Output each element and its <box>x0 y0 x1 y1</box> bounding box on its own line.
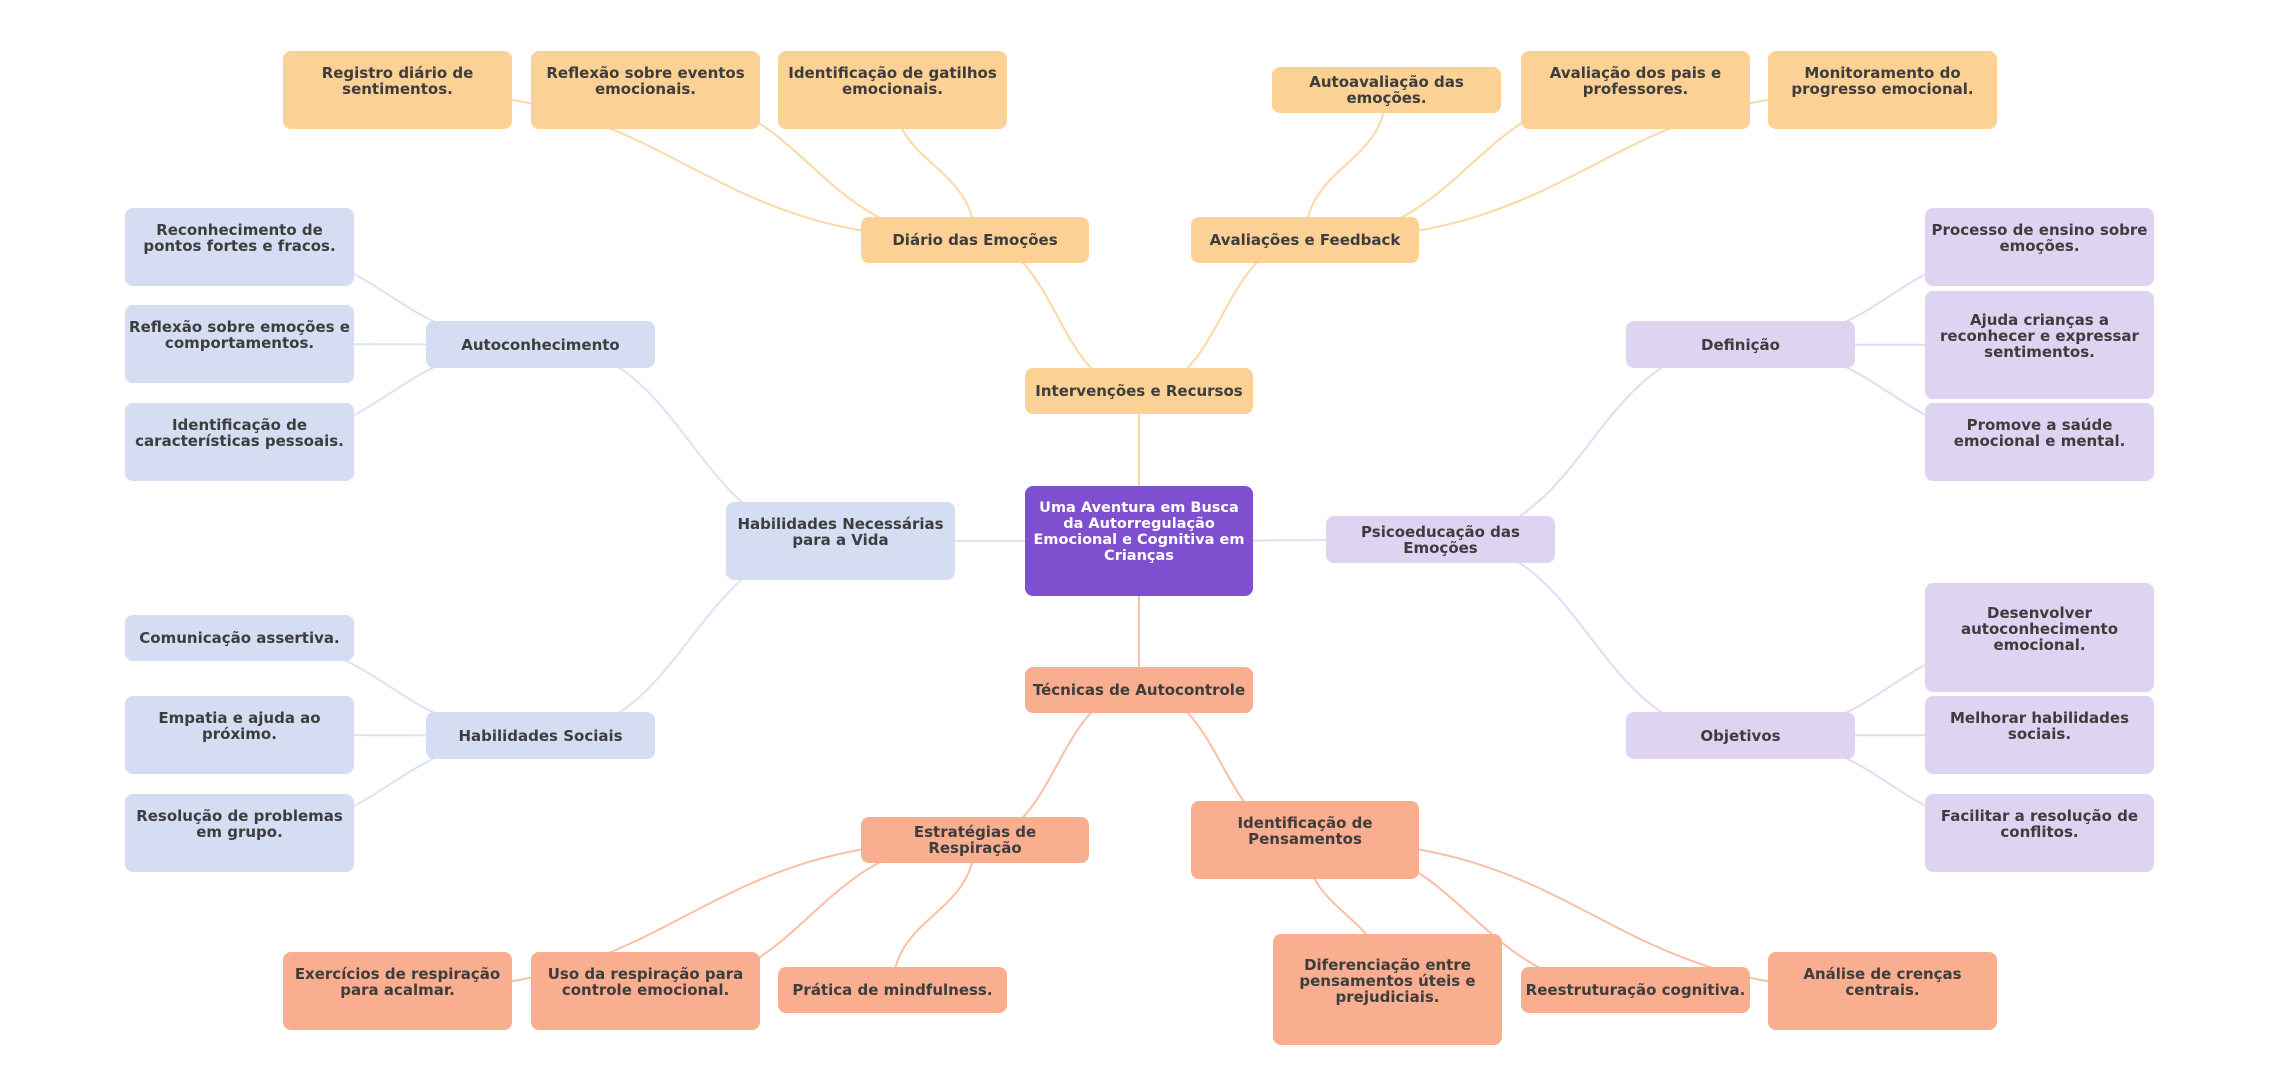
branch-psychoeducation[interactable]: Psicoeducação das Emoções <box>1326 516 1555 563</box>
leaf-node[interactable]: Identificação de características pessoai… <box>125 403 354 481</box>
branch-interventions[interactable]: Intervenções e Recursos <box>1025 368 1253 414</box>
leaf-node[interactable]: Reflexão sobre emoções e comportamentos. <box>125 305 354 383</box>
connector-line <box>1304 89 1388 241</box>
topic-label: Definição <box>1701 335 1780 354</box>
leaf-node[interactable]: Análise de crenças centrais. <box>1768 952 1997 1030</box>
leaf-label: Ajuda crianças a reconhecer e expressar … <box>1940 311 2139 361</box>
leaf-node[interactable]: Registro diário de sentimentos. <box>283 51 512 129</box>
leaf-node[interactable]: Avaliação dos pais e professores. <box>1521 51 1750 129</box>
topic-label: Habilidades Sociais <box>458 726 623 745</box>
branch-label: Intervenções e Recursos <box>1035 382 1243 400</box>
leaf-node[interactable]: Resolução de problemas em grupo. <box>125 794 354 872</box>
topic-label: Estratégias de Respiração <box>913 823 1037 857</box>
leaf-node[interactable]: Exercícios de respiração para acalmar. <box>283 952 512 1030</box>
leaf-node[interactable]: Comunicação assertiva. <box>125 615 354 661</box>
leaf-label: Registro diário de sentimentos. <box>321 64 474 98</box>
leaf-label: Monitoramento do progresso emocional. <box>1791 64 1974 98</box>
leaf-node[interactable]: Ajuda crianças a reconhecer e expressar … <box>1925 291 2154 399</box>
topic-label: Avaliações e Feedback <box>1209 231 1401 249</box>
branch-techniques[interactable]: Técnicas de Autocontrole <box>1025 667 1253 713</box>
leaf-label: Uso da respiração para controle emociona… <box>547 965 744 999</box>
leaf-node[interactable]: Promove a saúde emocional e mental. <box>1925 403 2154 481</box>
leaf-node[interactable]: Identificação de gatilhos emocionais. <box>778 51 1007 129</box>
leaf-label: Avaliação dos pais e professores. <box>1549 64 1722 98</box>
leaf-label: Reestruturação cognitiva. <box>1525 981 1746 999</box>
leaf-node[interactable]: Prática de mindfulness. <box>778 967 1007 1013</box>
leaf-label: Prática de mindfulness. <box>792 981 993 999</box>
leaf-label: Melhorar habilidades sociais. <box>1949 709 2130 743</box>
leaf-node[interactable]: Monitoramento do progresso emocional. <box>1768 51 1997 129</box>
connector-line <box>891 839 976 991</box>
leaf-node[interactable]: Reconhecimento de pontos fortes e fracos… <box>125 208 354 286</box>
leaf-node[interactable]: Processo de ensino sobre emoções. <box>1925 208 2154 286</box>
topic-label: Identificação de Pensamentos <box>1237 814 1373 848</box>
leaf-node[interactable]: Autoavaliação das emoções. <box>1272 67 1501 113</box>
topic-self-knowledge[interactable]: Autoconhecimento <box>426 321 655 368</box>
topic-thought-identification[interactable]: Identificação de Pensamentos <box>1191 801 1419 879</box>
leaf-label: Promove a saúde emocional e mental. <box>1953 416 2126 450</box>
branch-label: Técnicas de Autocontrole <box>1032 681 1246 699</box>
leaf-label: Comunicação assertiva. <box>139 629 340 647</box>
branch-label: Psicoeducação das Emoções <box>1361 522 1520 557</box>
topic-definition[interactable]: Definição <box>1626 321 1855 368</box>
topic-breathing[interactable]: Estratégias de Respiração <box>861 817 1089 863</box>
leaf-node[interactable]: Reestruturação cognitiva. <box>1521 967 1750 1013</box>
leaf-label: Identificação de características pessoai… <box>135 416 344 450</box>
leaf-node[interactable]: Desenvolver autoconhecimento emocional. <box>1925 583 2154 692</box>
leaf-node[interactable]: Uso da respiração para controle emociona… <box>531 952 760 1030</box>
branch-label: Habilidades Necessárias para a Vida <box>737 515 944 549</box>
leaf-label: Resolução de problemas em grupo. <box>136 807 343 841</box>
leaf-label: Autoavaliação das emoções. <box>1309 73 1464 107</box>
leaf-label: Desenvolver autoconhecimento emocional. <box>1961 603 2118 654</box>
leaf-node[interactable]: Melhorar habilidades sociais. <box>1925 696 2154 774</box>
topic-label: Autoconhecimento <box>461 335 620 354</box>
connector-line <box>1440 343 1741 541</box>
leaf-label: Análise de crenças centrais. <box>1803 965 1962 999</box>
leaf-node[interactable]: Empatia e ajuda ao próximo. <box>125 696 354 774</box>
topic-objectives[interactable]: Objetivos <box>1626 712 1855 759</box>
leaf-node[interactable]: Diferenciação entre pensamentos úteis e … <box>1273 934 1502 1045</box>
leaf-node[interactable]: Facilitar a resolução de conflitos. <box>1925 794 2154 872</box>
root-label: Uma Aventura em Busca da Autorregulação … <box>1033 500 1245 564</box>
topic-social-skills[interactable]: Habilidades Sociais <box>426 712 655 759</box>
root-node[interactable]: Uma Aventura em Busca da Autorregulação … <box>1025 486 1253 596</box>
leaf-label: Facilitar a resolução de conflitos. <box>1940 807 2139 841</box>
topic-label: Diário das Emoções <box>892 231 1058 249</box>
leaf-label: Exercícios de respiração para acalmar. <box>294 965 501 999</box>
topic-feedback[interactable]: Avaliações e Feedback <box>1191 217 1419 263</box>
leaf-label: Processo de ensino sobre emoções. <box>1931 221 2148 255</box>
leaf-label: Diferenciação entre pensamentos úteis e … <box>1299 955 1476 1006</box>
topic-emotion-diary[interactable]: Diário das Emoções <box>861 217 1089 263</box>
leaf-label: Reflexão sobre emoções e comportamentos. <box>129 318 350 352</box>
leaf-node[interactable]: Reflexão sobre eventos emocionais. <box>531 51 760 129</box>
leaf-label: Reflexão sobre eventos emocionais. <box>546 64 745 98</box>
leaf-label: Empatia e ajuda ao próximo. <box>158 709 321 743</box>
connector-line <box>1440 538 1741 737</box>
leaf-label: Identificação de gatilhos emocionais. <box>788 64 997 98</box>
leaf-label: Reconhecimento de pontos fortes e fracos… <box>143 221 336 255</box>
branch-life-skills[interactable]: Habilidades Necessárias para a Vida <box>726 502 955 580</box>
topic-label: Objetivos <box>1700 726 1781 745</box>
